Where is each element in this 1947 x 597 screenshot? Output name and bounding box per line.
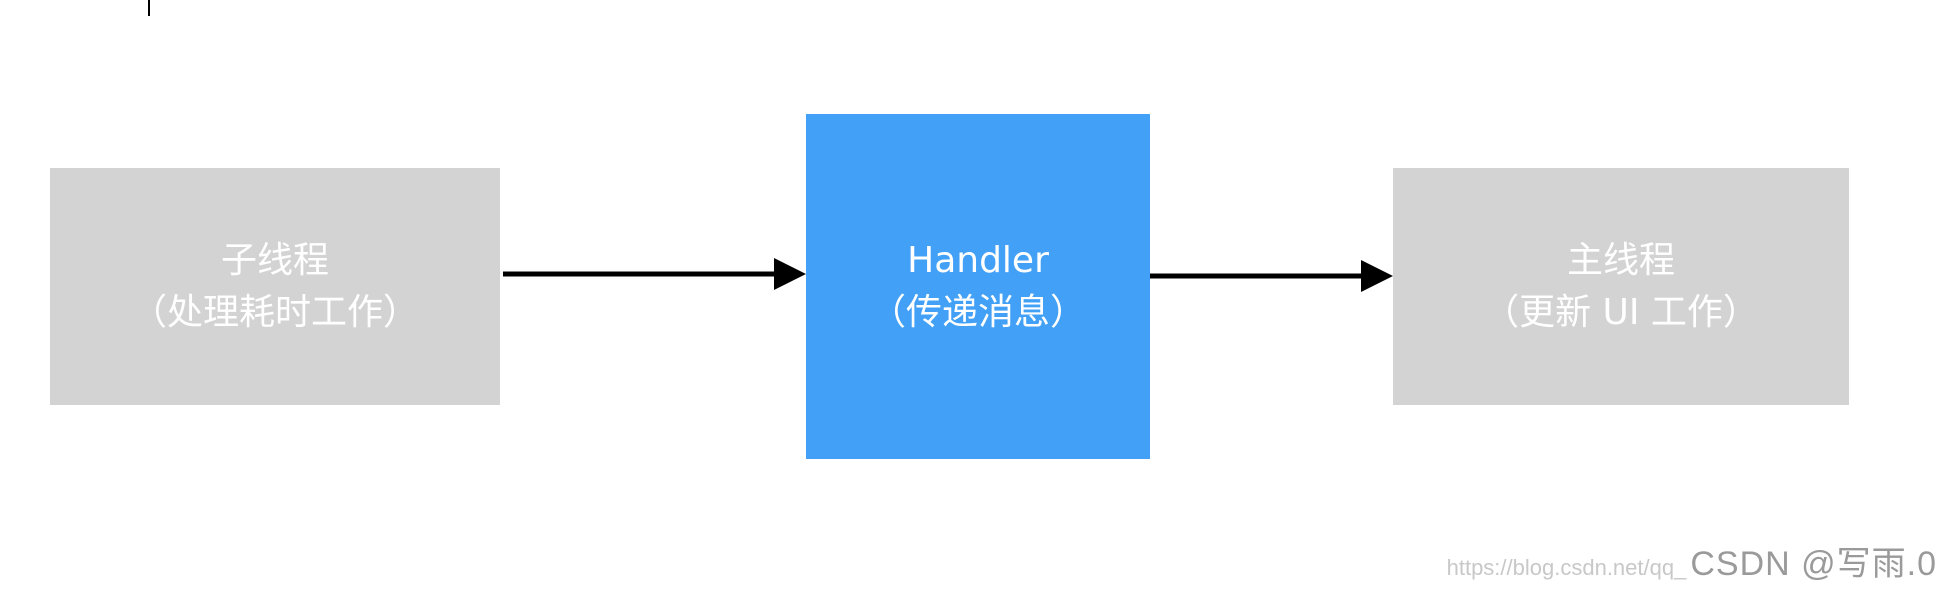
handler-subtitle: （传递消息） — [869, 291, 1086, 333]
text-cursor-mark — [148, 0, 150, 16]
arrow-handler-to-main-head — [1361, 260, 1393, 292]
main-thread-subtitle: （更新 UI 工作） — [1483, 291, 1759, 333]
worker-thread-subtitle: （处理耗时工作） — [130, 291, 419, 333]
arrow-handler-to-main — [1150, 260, 1393, 292]
main-thread-node: 主线程 （更新 UI 工作） — [1393, 168, 1849, 405]
watermark-url: https://blog.csdn.net/qq_ — [1446, 555, 1687, 580]
csdn-watermark: https://blog.csdn.net/qq_ CSDN @写雨.0 — [1447, 536, 1937, 585]
worker-thread-title: 子线程 — [220, 239, 329, 281]
handler-node: Handler （传递消息） — [806, 114, 1150, 459]
worker-thread-node: 子线程 （处理耗时工作） — [50, 168, 500, 405]
arrow-worker-to-handler — [503, 258, 806, 290]
handler-title: Handler — [907, 239, 1049, 281]
arrow-worker-to-handler-head — [774, 258, 806, 290]
main-thread-title: 主线程 — [1566, 239, 1675, 281]
watermark-text: CSDN @写雨.0 — [1690, 545, 1937, 583]
